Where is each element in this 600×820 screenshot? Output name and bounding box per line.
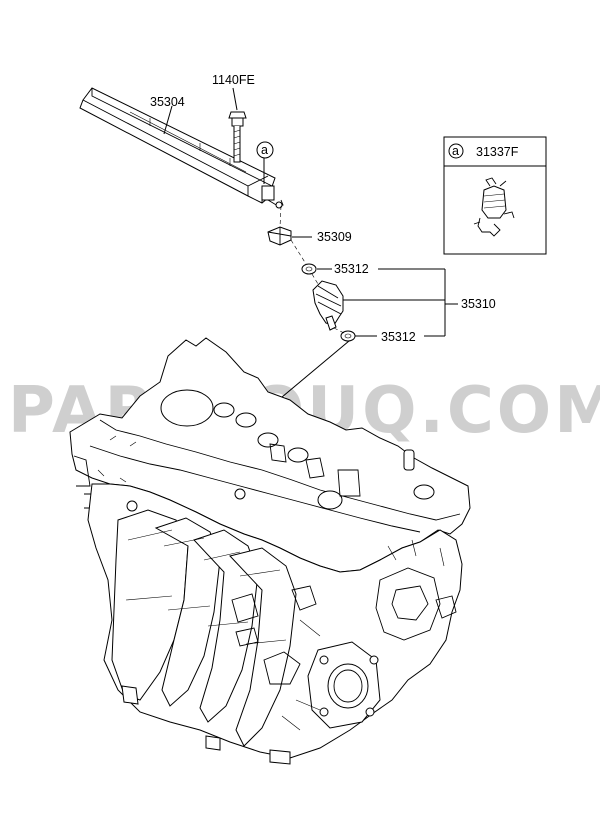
label-1140fe: 1140FE	[212, 73, 255, 87]
inset-marker: a	[452, 144, 459, 158]
bolt-1140fe[interactable]	[228, 111, 247, 163]
callout-marker-a[interactable]: a	[256, 141, 274, 159]
engine-block[interactable]	[69, 337, 471, 765]
inset-part-number: 31337F	[476, 145, 519, 159]
label-35309: 35309	[317, 230, 352, 244]
o-ring-upper[interactable]	[301, 263, 317, 275]
injector-35310[interactable]	[312, 280, 344, 331]
inset-box: a 31337F	[443, 136, 547, 255]
clip-35309[interactable]	[267, 226, 292, 246]
label-35310: 35310	[461, 297, 496, 311]
fuel-rail[interactable]	[79, 87, 284, 209]
label-35312-lower: 35312	[381, 330, 416, 344]
hose-clip-icon[interactable]	[473, 177, 515, 237]
label-35304: 35304	[150, 95, 185, 109]
svg-text:a: a	[261, 143, 268, 157]
label-35312-upper: 35312	[334, 262, 369, 276]
